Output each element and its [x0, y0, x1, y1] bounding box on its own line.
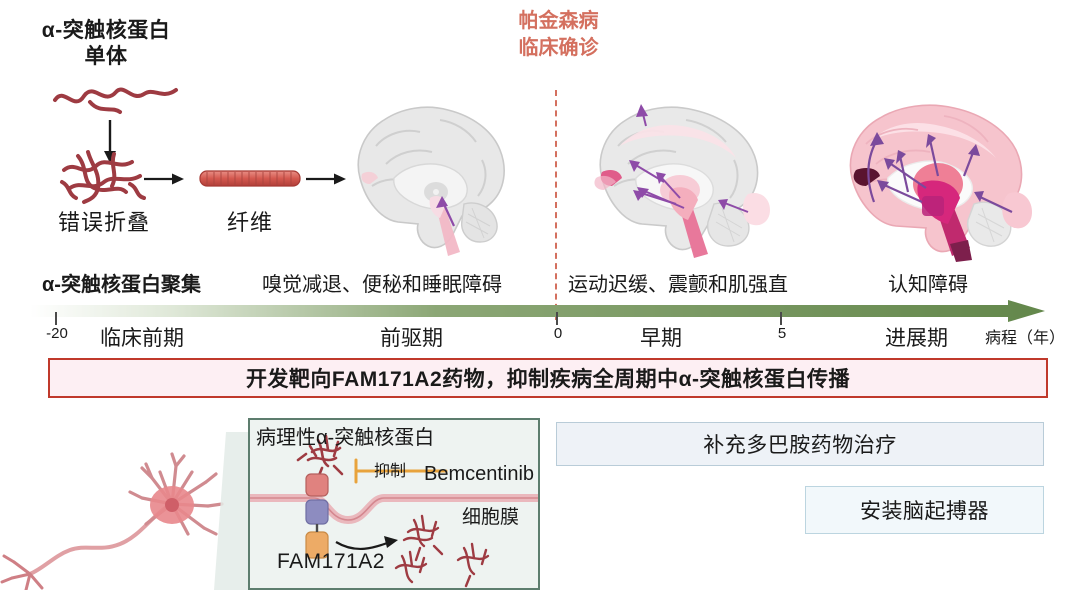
diagnosis-label: 帕金森病 临床确诊 [476, 8, 641, 62]
inset-title: 病理性α-突触核蛋白 [256, 427, 435, 449]
diagnosis-line1: 帕金森病 [518, 10, 599, 32]
early-brain-diagram [594, 104, 770, 258]
advanced-brain-diagram [849, 104, 1032, 262]
neuron-illustration [0, 432, 250, 590]
arrow-right-icon-2 [306, 173, 346, 185]
axis-tick-label-0: -20 [46, 325, 68, 342]
fibril-label: 纤维 [226, 210, 273, 235]
axis-tick-label-1: 0 [553, 325, 563, 342]
symptom-label-1: 嗅觉减退、便秘和睡眠障碍 [262, 274, 502, 296]
prodromal-brain-diagram [357, 106, 505, 256]
stage-label-0: 临床前期 [100, 327, 184, 350]
mechanism-inset-graphics [250, 434, 538, 588]
fibril-icon [199, 170, 301, 187]
symptom-label-3: 认知障碍 [888, 274, 968, 296]
monomer-label-line1: α-突触核蛋白 [41, 19, 171, 42]
symptom-label-2: 运动迟缓、震颤和肌强直 [568, 274, 788, 296]
treatment-box-1[interactable]: 安装脑起搏器 [805, 486, 1044, 534]
inhibit-label: 抑制 [374, 463, 407, 480]
axis-tick-2 [780, 312, 782, 325]
timeline-arrow-icon [30, 300, 1045, 322]
arrow-right-icon-1 [144, 173, 184, 185]
membrane-label: 细胞膜 [462, 507, 520, 528]
axis-caption: 病程（年） [985, 330, 1066, 347]
diagnosis-line2: 临床确诊 [518, 37, 599, 59]
monomer-squiggle-icon [53, 87, 178, 114]
axis-tick-0 [55, 312, 57, 325]
axis-tick-1 [556, 312, 558, 325]
misfolded-protein-icon [60, 150, 146, 204]
stage-label-1: 前驱期 [380, 327, 443, 350]
monomer-label: α-突触核蛋白 单体 [6, 18, 206, 71]
strategy-banner: 开发靶向FAM171A2药物，抑制疾病全周期中α-突触核蛋白传播 [48, 358, 1048, 398]
stage-label-3: 进展期 [885, 327, 948, 350]
mechanism-inset-panel [248, 418, 540, 590]
misfolded-label: 错误折叠 [57, 210, 150, 235]
stage-label-2: 早期 [640, 327, 682, 350]
receptor-label: FAM171A2 [277, 550, 385, 573]
drug-label: Bemcentinib [424, 463, 535, 485]
diagnosis-divider-line [555, 90, 557, 320]
treatment-box-0[interactable]: 补充多巴胺药物治疗 [556, 422, 1044, 466]
axis-tick-label-2: 5 [777, 325, 787, 342]
monomer-label-line2: 单体 [84, 45, 128, 69]
symptom-label-0: α-突触核蛋白聚集 [42, 274, 201, 296]
